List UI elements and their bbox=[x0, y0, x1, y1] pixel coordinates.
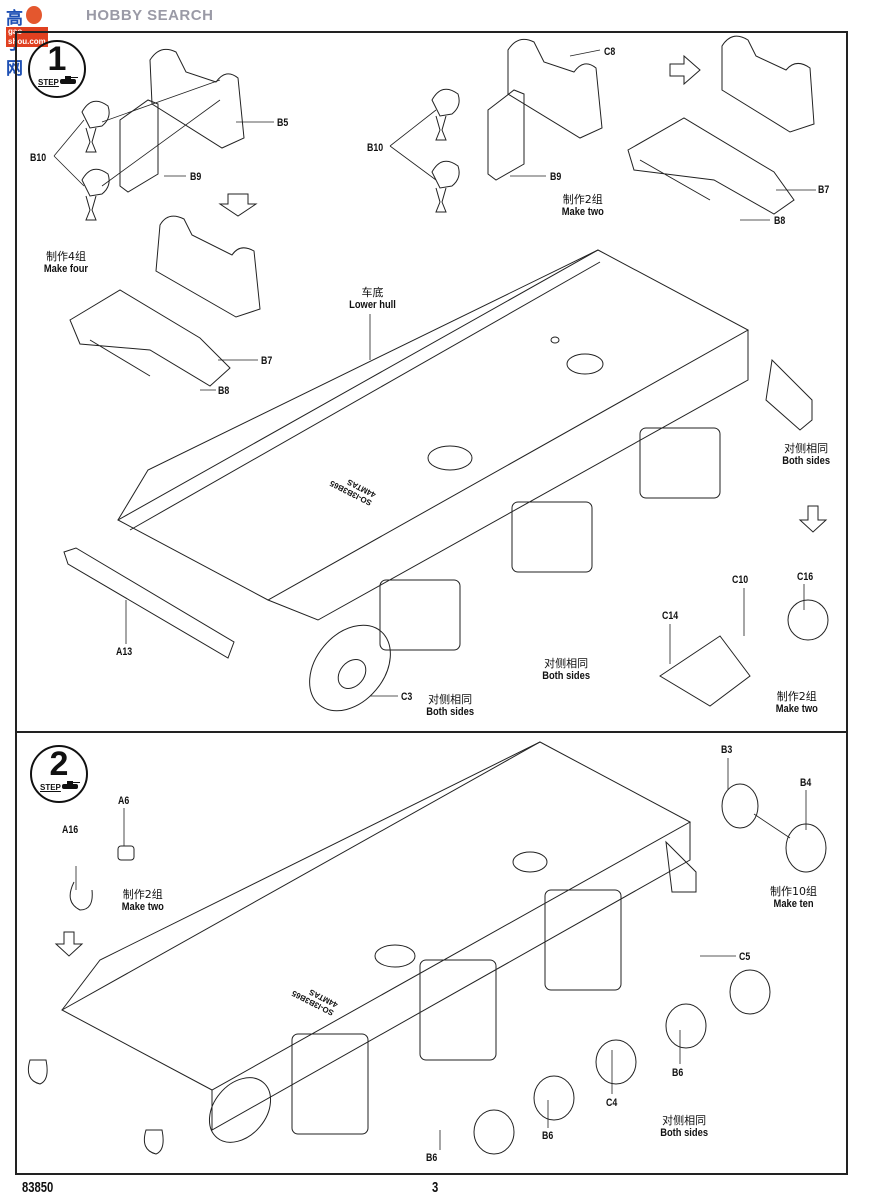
a13-plate bbox=[63, 547, 235, 659]
tank-icon bbox=[62, 781, 80, 789]
thumbs-up-icon bbox=[26, 6, 42, 24]
lower-hull-2 bbox=[60, 741, 692, 1131]
part-label-b3: B3 bbox=[721, 744, 733, 756]
note-both-sides-a: 对侧相同 Both sides bbox=[782, 442, 831, 467]
step-2-label: STEP bbox=[40, 783, 61, 792]
note-both-sides-b: 对侧相同 Both sides bbox=[542, 657, 591, 682]
watermark-brand: HOBBY SEARCH bbox=[86, 7, 214, 24]
part-label-c3: C3 bbox=[401, 691, 413, 703]
kit-number: 83850 bbox=[22, 1179, 54, 1196]
page-number: 3 bbox=[432, 1179, 439, 1196]
part-label-b9: B9 bbox=[190, 171, 202, 183]
note-both-sides-c: 对侧相同 Both sides bbox=[426, 693, 475, 718]
step-1-label: STEP bbox=[38, 78, 59, 87]
b5-plate bbox=[149, 48, 245, 149]
part-label-b10-b: B10 bbox=[367, 142, 384, 154]
b10-wheel-top bbox=[81, 100, 110, 153]
note-both-sides: 对侧相同 Both sides bbox=[660, 1114, 709, 1139]
b9-bracket bbox=[119, 99, 159, 193]
part-label-c14: C14 bbox=[662, 610, 679, 622]
part-label-a16: A16 bbox=[62, 824, 79, 836]
part-label-c4: C4 bbox=[606, 1097, 618, 1109]
part-label-b4: B4 bbox=[800, 777, 812, 789]
part-label-b5: B5 bbox=[277, 117, 289, 129]
road-wheels bbox=[473, 969, 771, 1155]
note-make-two-a: 制作2组 Make two bbox=[561, 193, 604, 218]
part-label-a13: A13 bbox=[116, 646, 133, 658]
part-label-c10: C10 bbox=[732, 574, 749, 586]
part-label-b7-b: B7 bbox=[261, 355, 273, 367]
part-label-c5: C5 bbox=[739, 951, 751, 963]
note-make-ten: 制作10组 Make ten bbox=[770, 885, 818, 910]
part-label-b10: B10 bbox=[30, 152, 47, 164]
step-1-number: 1 bbox=[47, 40, 67, 78]
part-label-b7: B7 bbox=[818, 184, 830, 196]
b7-b8-bogie-1 bbox=[69, 289, 231, 387]
part-label-b6-a: B6 bbox=[672, 1067, 684, 1079]
step-1-badge: 1 STEP bbox=[28, 40, 86, 98]
part-label-b8: B8 bbox=[774, 215, 786, 227]
part-label-b9-b: B9 bbox=[550, 171, 562, 183]
step-divider bbox=[15, 731, 848, 733]
tank-icon bbox=[60, 76, 78, 84]
instruction-frame bbox=[15, 31, 848, 1175]
b10-wheel-bottom bbox=[81, 168, 110, 221]
part-label-c16: C16 bbox=[797, 571, 814, 583]
note-make-two: 制作2组 Make two bbox=[121, 888, 164, 913]
lower-hull-1 bbox=[116, 249, 750, 621]
part-label-b6-b: B6 bbox=[542, 1130, 554, 1142]
step-2-badge: 2 STEP bbox=[30, 745, 88, 803]
part-label-b8-b: B8 bbox=[218, 385, 230, 397]
frame-plate-1 bbox=[155, 215, 261, 318]
note-make-two-b: 制作2组 Make two bbox=[775, 690, 818, 715]
part-label-c8: C8 bbox=[604, 46, 616, 58]
c3-sprocket-1 bbox=[309, 624, 391, 712]
step-2-number: 2 bbox=[49, 745, 69, 783]
part-label-a6: A6 bbox=[118, 795, 130, 807]
note-lower-hull: 车底 Lower hull bbox=[349, 286, 396, 311]
part-label-b6-c: B6 bbox=[426, 1152, 438, 1164]
note-make-four: 制作4组 Make four bbox=[43, 250, 89, 275]
